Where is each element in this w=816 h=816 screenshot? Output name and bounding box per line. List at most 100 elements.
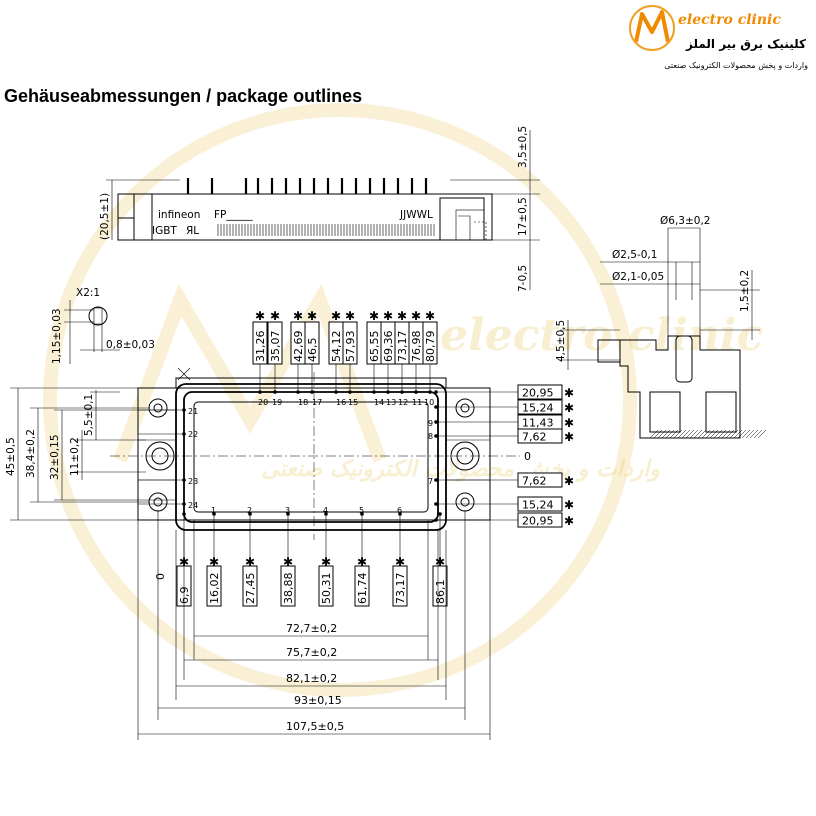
top-pin-number-15: 15	[348, 398, 358, 407]
right-h1-dim: 1,5±0,2	[739, 270, 751, 312]
detail-x: X2:1 1,15±0,03 0,8±0,03	[51, 287, 155, 364]
bottom-pin-dim-4: 50,31	[320, 573, 333, 605]
top-pin-number-14: 14	[374, 398, 384, 407]
pin-number-9: 9	[428, 419, 433, 428]
top-pin-number-19: 19	[272, 398, 282, 407]
top-pin-number-17: 17	[312, 398, 322, 407]
bottom-pin-dim-3: 38,88	[282, 573, 295, 605]
side-lower-dim: 7-0,5	[517, 265, 529, 292]
module-pin-dots	[138, 408, 186, 506]
top-pin-star-4: ✱	[331, 309, 341, 323]
top-pin-star-0: ✱	[255, 309, 265, 323]
left-dimensions: 45±0,5 38,4±0,2 32±0,15 11±0,2 5,5±0,1	[5, 387, 176, 521]
mounting-hole-tr-icon	[455, 398, 475, 418]
pin-number-23: 23	[188, 477, 198, 486]
top-pin-star-1: ✱	[270, 309, 280, 323]
top-pin-number-18: 18	[298, 398, 308, 407]
module-top-view	[110, 367, 520, 540]
top-pin-star-10: ✱	[425, 309, 435, 323]
top-pin-dim-8: 73,17	[396, 331, 409, 363]
pin-number-7: 7	[428, 477, 433, 486]
bottom-zero-label: 0	[154, 573, 167, 580]
bottom-pin-star-7: ✱	[435, 555, 445, 569]
right-pin-dim-7: 20,95	[522, 515, 554, 528]
bottom-dim-75-7: 75,7±0,2	[286, 646, 337, 659]
brand-logo: electro clinic کلینیک برق بیر الملز وارد…	[628, 2, 814, 78]
bottom-pin-star-4: ✱	[321, 555, 331, 569]
bottom-dim-72-7: 72,7±0,2	[286, 622, 337, 635]
top-pin-dim-10: 80,79	[424, 331, 437, 363]
bottom-pin-star-2: ✱	[245, 555, 255, 569]
bottom-pin-number-6: 6	[397, 506, 402, 515]
top-pin-number-10: 10	[424, 398, 434, 407]
bottom-pin-dim-1: 16,02	[208, 573, 221, 605]
left-overall-dim: 45±0,5	[5, 437, 17, 476]
section-hatching	[649, 429, 767, 439]
right-pin-star-3: ✱	[564, 430, 574, 444]
bottom-pin-dimensions: ✱6,9✱16,02✱27,45✱38,88✱50,31✱61,74✱73,17…	[176, 506, 448, 607]
side-igbt-label: IGBT	[152, 225, 177, 237]
side-brand-label: infineon	[158, 209, 200, 221]
top-pin-dim-7: 69,36	[382, 331, 395, 363]
right-pin-dim-3: 7,62	[522, 431, 547, 444]
side-height-dim: (20,5±1)	[99, 193, 111, 240]
bottom-pin-star-1: ✱	[209, 555, 219, 569]
bottom-pin-number-5: 5	[359, 506, 364, 515]
side-view: infineon FP_____ JJWWL IGBT ЯL (20,5±1) …	[99, 126, 540, 292]
watermark-brand: electro clinic	[440, 310, 764, 361]
right-pin-star-7: ✱	[564, 514, 574, 528]
right-d3-dim: Ø2,1-0,05	[612, 271, 664, 283]
bottom-dim-82-1: 82,1±0,2	[286, 672, 337, 685]
bottom-pin-star-3: ✱	[283, 555, 293, 569]
right-pin-dimensions: 20,95✱15,24✱11,43✱7,62✱7,62✱15,24✱20,95✱	[434, 384, 574, 528]
right-d1-dim: Ø6,3±0,2	[660, 215, 710, 227]
detail-pin-width-dim: 1,15±0,03	[51, 308, 63, 364]
right-zero-label: 0	[524, 450, 531, 463]
right-pin-dim-6: 15,24	[522, 499, 554, 512]
top-pin-dim-9: 76,98	[410, 331, 423, 363]
right-pin-dim-5: 7,62	[522, 475, 547, 488]
logo-mark-icon	[629, 5, 675, 51]
right-pin-dim-2: 11,43	[522, 417, 554, 430]
bottom-dim-107-5: 107,5±0,5	[286, 720, 344, 733]
right-pin-star-6: ✱	[564, 498, 574, 512]
bottom-pin-star-5: ✱	[357, 555, 367, 569]
side-body-height-dim: 17±0,5	[517, 197, 529, 236]
bottom-dimensions: 72,7±0,2 75,7±0,2 82,1±0,2 93±0,15 107,5…	[137, 510, 491, 740]
bottom-pin-dim-6: 73,17	[394, 573, 407, 605]
top-pin-dim-4: 54,12	[330, 331, 343, 363]
right-pin-dim-0: 20,95	[522, 387, 554, 400]
side-fp-label: FP_____	[214, 209, 253, 221]
side-view-pins	[186, 178, 428, 194]
mounting-hole-tl-icon	[148, 398, 168, 418]
top-pin-star-6: ✱	[369, 309, 379, 323]
left-offset-dim: 5,5±0,1	[83, 394, 95, 436]
top-pin-dim-1: 35,07	[269, 331, 282, 363]
logo-persian-line1: کلینیک برق بیر الملز	[685, 37, 806, 51]
mounting-hole-bl-icon	[148, 492, 168, 512]
bottom-pin-dim-5: 61,74	[356, 573, 369, 605]
right-pin-star-2: ✱	[564, 416, 574, 430]
top-pin-dimensions: 31,26✱35,07✱42,69✱46,5✱54,12✱57,93✱65,55…	[252, 309, 438, 407]
right-detail-section: Ø6,3±0,2 Ø2,5-0,1 Ø2,1-0,05 1,5±0,2 4,5±…	[555, 215, 767, 439]
top-pin-star-3: ✱	[307, 309, 317, 323]
bottom-pin-star-6: ✱	[395, 555, 405, 569]
bottom-dim-93: 93±0,15	[294, 694, 342, 707]
pin-number-22: 22	[188, 430, 198, 439]
bottom-pin-dim-0: 6,9	[178, 587, 191, 605]
top-pin-dim-5: 57,93	[344, 331, 357, 363]
pin-number-24: 24	[188, 501, 198, 510]
bottom-pin-number-2: 2	[247, 506, 252, 515]
bottom-pin-dim-7: 86,1	[434, 580, 447, 605]
top-pin-dim-2: 42,69	[292, 331, 305, 363]
top-pin-number-11: 11	[412, 398, 422, 407]
page-title: Gehäuseabmessungen / package outlines	[4, 86, 363, 106]
pin-number-8: 8	[428, 432, 433, 441]
bottom-pin-number-1: 1	[211, 506, 216, 515]
top-pin-star-5: ✱	[345, 309, 355, 323]
right-h2-dim: 4,5±0,5	[555, 320, 567, 362]
left-hole-dim: 11±0,2	[69, 437, 81, 476]
logo-brand-text: electro clinic	[678, 12, 781, 28]
left-mount-dim: 38,4±0,2	[25, 429, 37, 478]
detail-scale-label: X2:1	[76, 287, 100, 299]
